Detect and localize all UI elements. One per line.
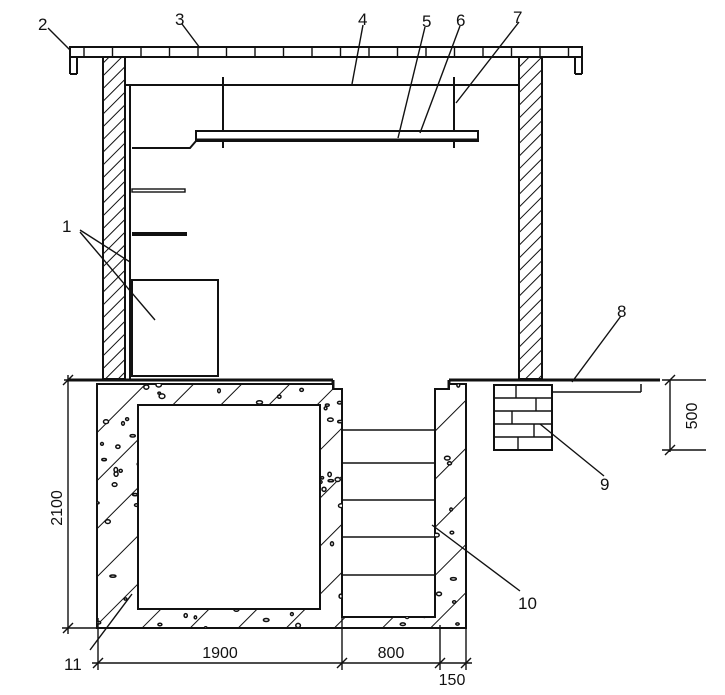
stair-treads [342,429,435,576]
brick-foundation [493,384,553,451]
dimension-lines [62,374,706,670]
dim-depth-total: 2100 [49,490,66,526]
right-wall [518,56,543,380]
callout-10: 10 [518,594,537,613]
callout-6: 6 [456,11,465,30]
tray-pipe [132,140,197,149]
callout-11: 11 [64,655,82,674]
suspended-tray [195,130,479,142]
callout-1: 1 [62,217,71,236]
dim-floor-rise: 500 [684,403,701,430]
callout-2: 2 [38,15,47,34]
callout-3: 3 [175,10,184,29]
equipment-cabinet [131,279,219,377]
left-wall [102,56,131,380]
callout-7: 7 [513,8,522,27]
roof-slab [69,46,583,75]
leader-lines [47,21,622,651]
callout-9: 9 [600,475,609,494]
dim-width-left-chamber: 1900 [202,645,238,662]
callout-8: 8 [617,302,626,321]
dim-width-stair: 800 [378,645,405,662]
wall-brackets [131,188,187,236]
dim-wall-thickness: 150 [439,672,466,689]
callout-4: 4 [358,10,367,29]
concrete-pit [96,383,467,629]
ceiling-beam [116,56,534,86]
callout-5: 5 [422,12,431,31]
